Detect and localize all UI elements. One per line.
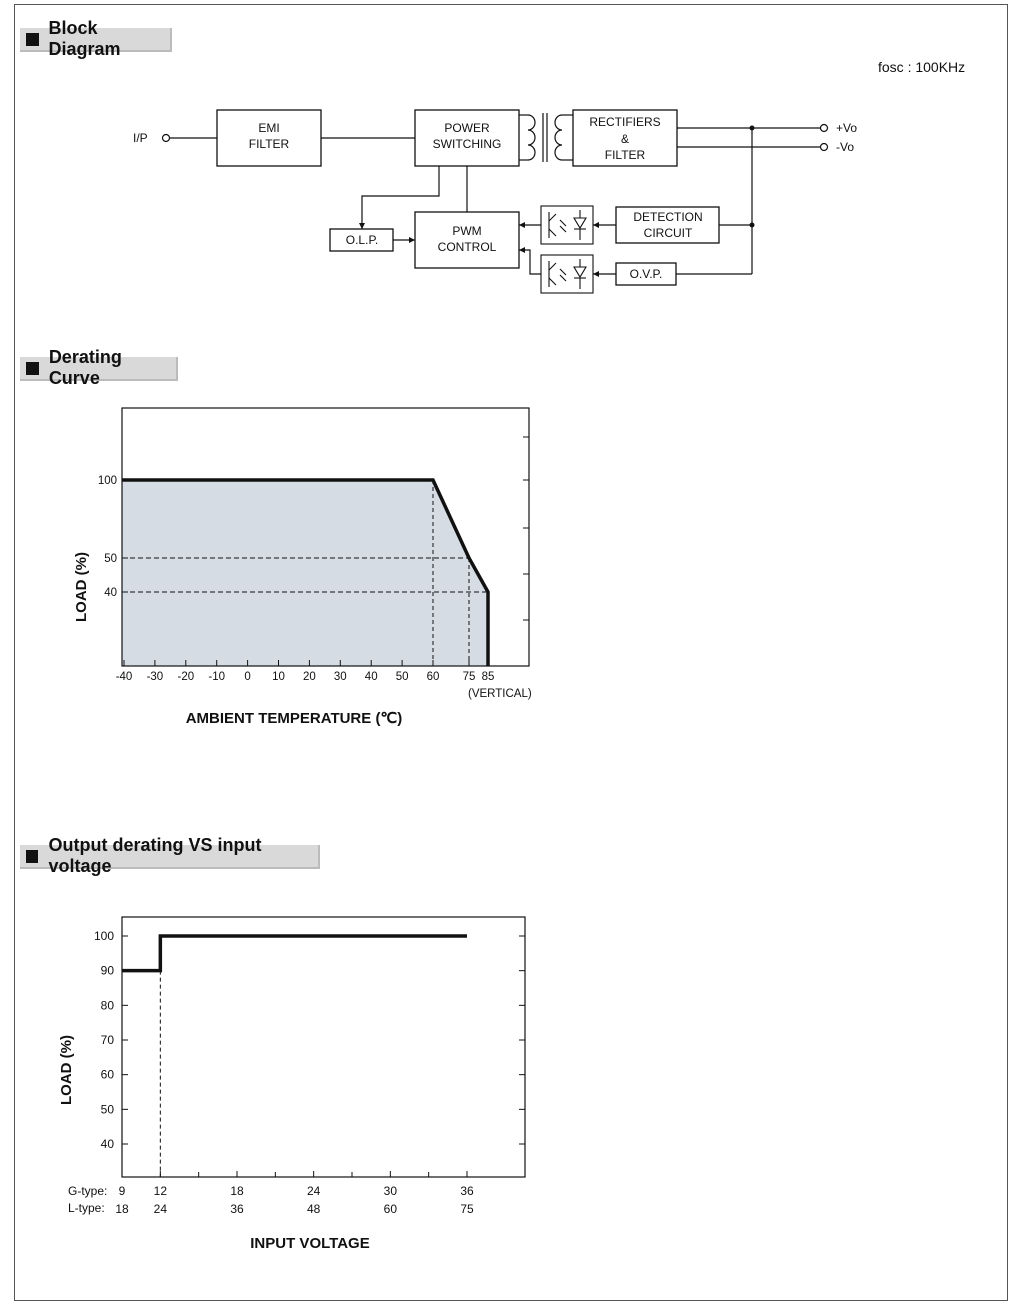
olp-label: O.L.P.: [346, 233, 378, 247]
ip-terminal: [161, 133, 171, 143]
vo-minus-terminal: [819, 142, 829, 152]
section-bullet-icon: [26, 361, 39, 375]
rect-line-1: RECTIFIERS: [589, 115, 660, 129]
detect-line-1: DETECTION: [633, 210, 702, 224]
block-diagram: fosc : 100KHz I/P EMI FILTER POWER SWITC…: [133, 59, 965, 294]
section-bullet-icon: [26, 849, 39, 863]
arrow-icon: [409, 237, 415, 243]
transformer-icon: [519, 113, 573, 162]
detect-line-2: CIRCUIT: [644, 226, 693, 240]
section-title: Block Diagram: [48, 18, 121, 59]
section-bullet-icon: [26, 32, 39, 46]
ovp-label: O.V.P.: [630, 267, 663, 281]
pwm-line-2: CONTROL: [438, 240, 497, 254]
page-frame: [14, 4, 1008, 1301]
arrow-icon: [519, 247, 525, 253]
vo-plus-label: +Vo: [836, 121, 857, 135]
section-title: Output derating VS input voltage: [48, 835, 262, 876]
pwm-control-block: [414, 211, 520, 269]
arrow-icon: [593, 271, 599, 277]
section-header-output-derating: Output derating VS input voltage: [20, 835, 320, 876]
wire: [519, 249, 541, 275]
power-line-1: POWER: [444, 121, 490, 135]
optocoupler-icon: [540, 254, 594, 294]
section-header-block-diagram: Block Diagram: [20, 18, 172, 59]
rect-line-3: FILTER: [605, 148, 646, 162]
fosc-label: fosc : 100KHz: [878, 59, 965, 75]
section-header-derating-curve: Derating Curve: [20, 347, 178, 388]
arrow-icon: [519, 222, 525, 228]
power-switching-block: [414, 109, 520, 167]
arrow-icon: [593, 222, 599, 228]
emi-line-1: EMI: [258, 121, 279, 135]
wire: [361, 166, 440, 229]
section-title: Derating Curve: [48, 347, 122, 388]
optocoupler-icon: [540, 205, 594, 245]
rect-line-2: &: [621, 132, 629, 146]
pwm-line-1: PWM: [452, 224, 481, 238]
power-line-2: SWITCHING: [433, 137, 502, 151]
emi-filter-block: [216, 109, 322, 167]
ip-label: I/P: [133, 131, 148, 145]
emi-line-2: FILTER: [249, 137, 290, 151]
vo-plus-terminal: [819, 123, 829, 133]
arrow-icon: [359, 223, 365, 229]
vo-minus-label: -Vo: [836, 140, 854, 154]
rectifiers-filter-block: [572, 109, 678, 167]
